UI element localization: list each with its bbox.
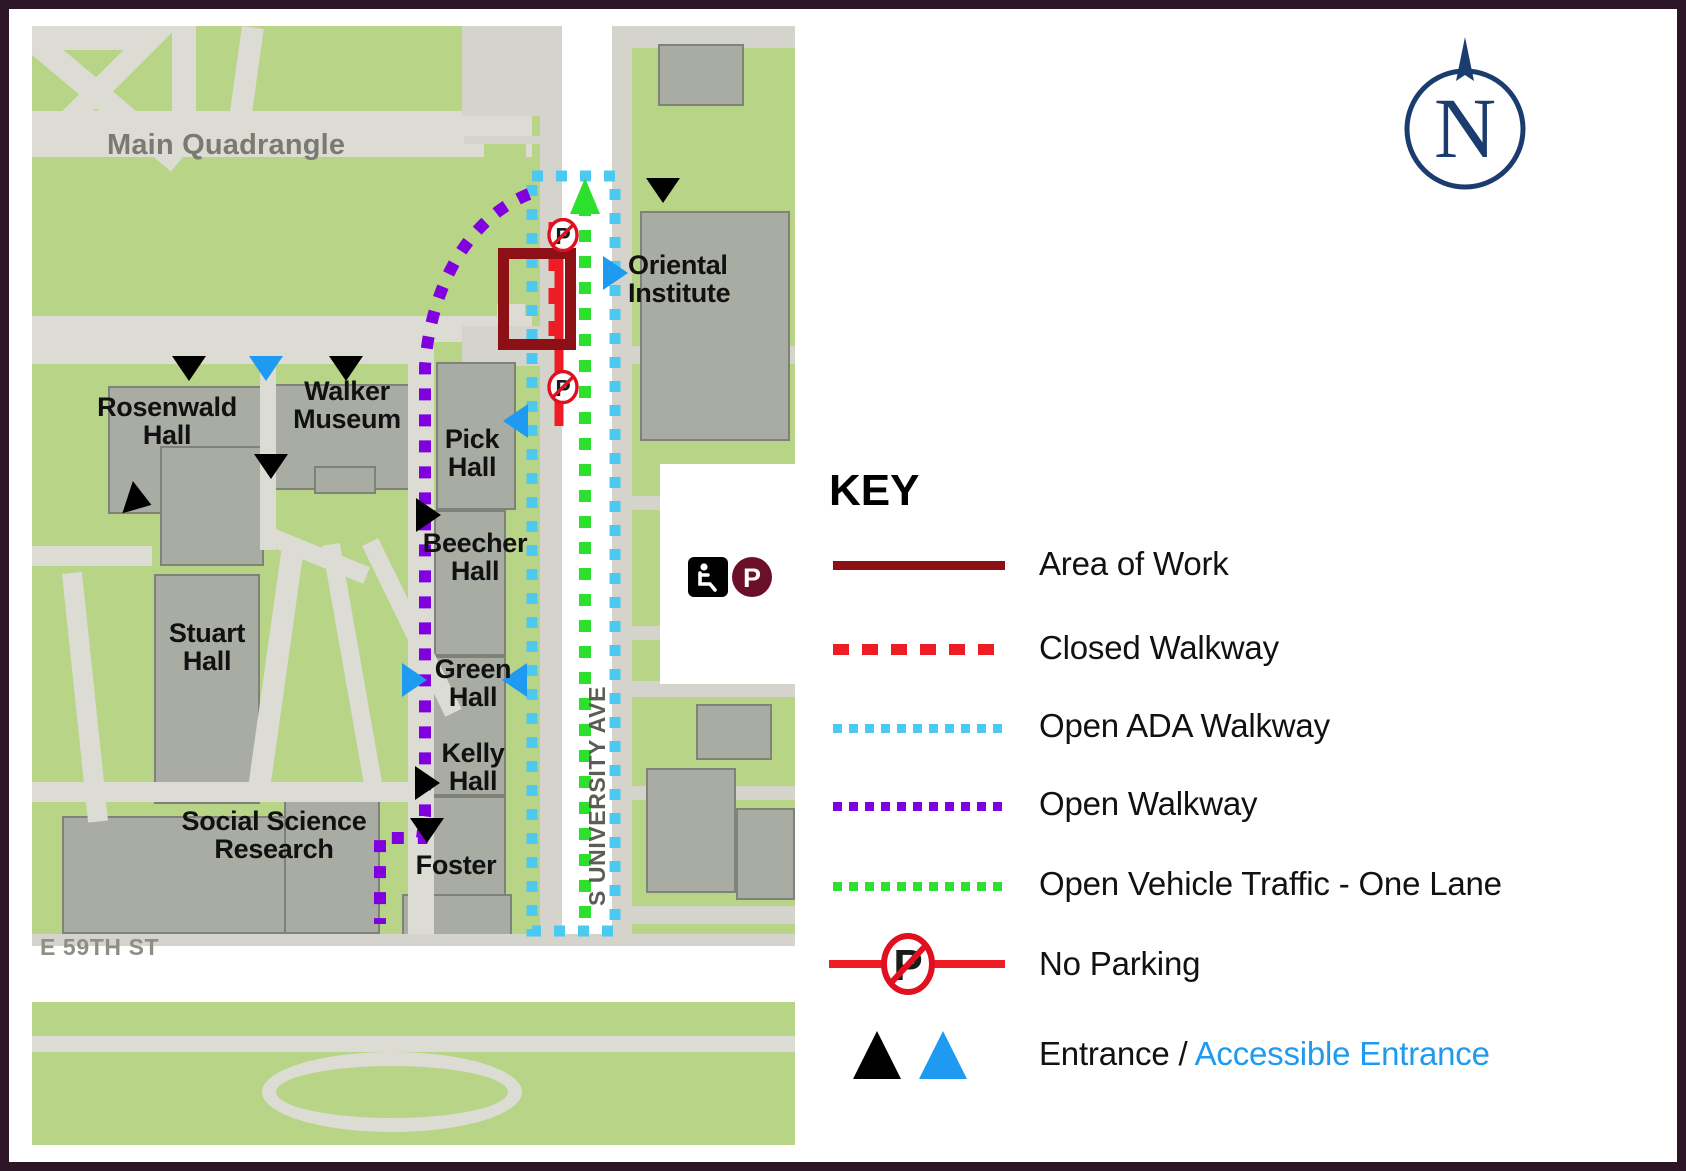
accessible-entrance-triangle-icon: [919, 1031, 967, 1079]
building-east-small: [696, 704, 772, 760]
accessible-entrance-marker: [502, 663, 527, 697]
entrance-triangle-icon: [853, 1031, 901, 1079]
building-east-small: [646, 768, 736, 893]
building-east-small: [736, 808, 795, 900]
entrance-marker: [329, 356, 363, 381]
accessible-entrance-marker: [603, 256, 628, 290]
accessible-parking-icon: [688, 557, 728, 597]
key-label-accessible-entrance-text: Accessible Entrance: [1194, 1035, 1490, 1072]
label-stuart-hall: Stuart Hall: [168, 618, 246, 676]
parking-badge-icon: P: [732, 557, 772, 597]
building-social-science-research: [62, 816, 292, 934]
building-ne: [658, 44, 744, 106]
walk: [632, 681, 795, 697]
walk: [632, 26, 795, 48]
compass-rose: N: [1404, 37, 1526, 190]
key-swatch-dotted-line-purple: [829, 781, 1007, 827]
key-item-open-vehicle-traffic: Open Vehicle Traffic - One Lane: [829, 856, 1649, 912]
path-south: [32, 1036, 795, 1052]
vehicle-direction-arrow: [570, 178, 600, 214]
route-open-walkway: [374, 188, 532, 924]
area-of-work-box: [498, 248, 576, 350]
key-label-no-parking: No Parking: [1039, 945, 1201, 982]
key-label-entrance: Entrance / Accessible Entrance: [1039, 1035, 1490, 1073]
key-swatch-dashed-line: [829, 625, 1007, 671]
building-stuart-hall: [154, 574, 260, 804]
key-swatch-dotted-line-cyan: [829, 703, 1007, 749]
entrance-marker: [254, 454, 288, 479]
label-main-quadrangle: Main Quadrangle: [107, 129, 346, 161]
key-label-open-ada-walkway: Open ADA Walkway: [1039, 707, 1330, 744]
label-rosenwald-hall: Rosenwald Hall: [97, 392, 237, 450]
label-green-hall: Green Hall: [434, 654, 512, 712]
key-swatch-dotted-line-green: [829, 861, 1007, 907]
building-kelly-hall: [432, 796, 506, 906]
label-kelly-hall: Kelly Hall: [441, 738, 505, 796]
label-social-science-research: Social Science Research: [181, 806, 367, 864]
no-parking-icon: P: [881, 933, 935, 995]
key-label-area-of-work: Area of Work: [1039, 545, 1229, 582]
accessible-entrance-marker: [249, 356, 283, 381]
building-rosenwald-hall-wing: [160, 446, 264, 566]
accessible-entrance-marker: [503, 404, 528, 438]
building-pick-hall: [436, 362, 516, 510]
key-item-open-walkway: Open Walkway: [829, 776, 1649, 832]
label-e-59th-st: E 59TH ST: [40, 934, 160, 960]
campus-map[interactable]: P P P Mai: [32, 26, 795, 1145]
walk: [464, 136, 584, 144]
key-label-entrance-text: Entrance: [1039, 1035, 1170, 1072]
walk: [632, 906, 795, 924]
entrance-marker: [410, 818, 444, 843]
label-s-university-ave: S UNIVERSITY AVE: [584, 685, 610, 906]
key-swatch-solid-line: [829, 541, 1007, 587]
map-page-inner: P P P Mai: [9, 9, 1677, 1162]
no-parking-icon: P: [547, 370, 579, 404]
building-beecher-hall: [434, 510, 506, 656]
curb: [32, 934, 795, 946]
e-59th-street: [32, 946, 795, 1002]
key-label-open-walkway: Open Walkway: [1039, 785, 1258, 822]
key-item-area-of-work: Area of Work: [829, 536, 1649, 592]
label-oriental-institute: Oriental Institute: [628, 250, 731, 308]
route-open-ada-walkway: [526, 170, 621, 937]
path-band: [172, 26, 196, 116]
label-pick-hall: Pick Hall: [444, 424, 500, 482]
key-label-open-vehicle-traffic: Open Vehicle Traffic - One Lane: [1039, 865, 1502, 902]
key-swatch-no-parking: P: [829, 933, 1007, 995]
building-walker-museum-wing: [314, 466, 376, 494]
key-item-open-ada-walkway: Open ADA Walkway: [829, 698, 1649, 754]
building-oriental-institute: [640, 211, 790, 441]
svg-text:P: P: [743, 563, 761, 593]
key-title: KEY: [829, 466, 920, 515]
entrance-marker: [416, 498, 441, 532]
key-swatch-entrance-triangles: [829, 1025, 1007, 1083]
compass-north-letter: N: [1434, 80, 1496, 176]
key-label-closed-walkway: Closed Walkway: [1039, 629, 1279, 666]
entrance-marker: [172, 356, 206, 381]
key-item-no-parking: P No Parking: [829, 933, 1649, 995]
label-walker-museum: Walker Museum: [293, 376, 401, 434]
route-overlays: [374, 170, 621, 937]
path-horizontal: [32, 782, 422, 802]
path-band: [32, 316, 532, 342]
entrance-marker: [646, 178, 680, 203]
label-foster: Foster: [415, 850, 497, 880]
no-parking-icon: P: [547, 218, 579, 252]
path-horizontal: [32, 546, 152, 566]
accessible-entrance-marker: [402, 663, 427, 697]
map-key-panel: KEY Area of Work Closed Walkway: [809, 26, 1669, 1145]
label-beecher-hall: Beecher Hall: [422, 528, 528, 586]
key-item-closed-walkway: Closed Walkway: [829, 620, 1649, 676]
key-item-entrance: Entrance / Accessible Entrance: [829, 1022, 1649, 1086]
entrance-marker: [415, 766, 440, 800]
key-label-separator: /: [1169, 1035, 1195, 1072]
building-social-science-research-wing: [284, 788, 380, 934]
